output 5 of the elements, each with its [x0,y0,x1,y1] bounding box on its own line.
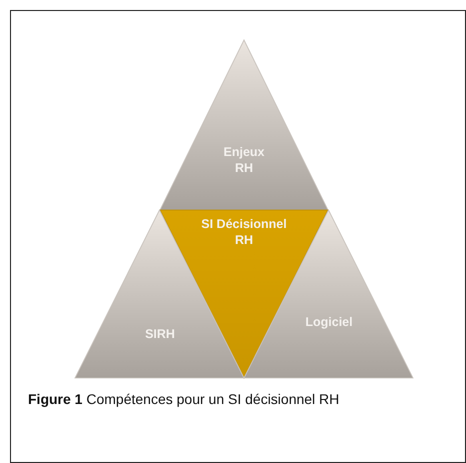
triangle-label: SIRH [144,326,176,342]
triangle-label: Enjeux RH [222,144,266,176]
figure-caption: Figure 1 Compétences pour un SI décisionnel RH [28,391,340,407]
triangle-label: SI Décisionnel RH [200,216,288,248]
triangle-label: Logiciel [304,314,354,330]
